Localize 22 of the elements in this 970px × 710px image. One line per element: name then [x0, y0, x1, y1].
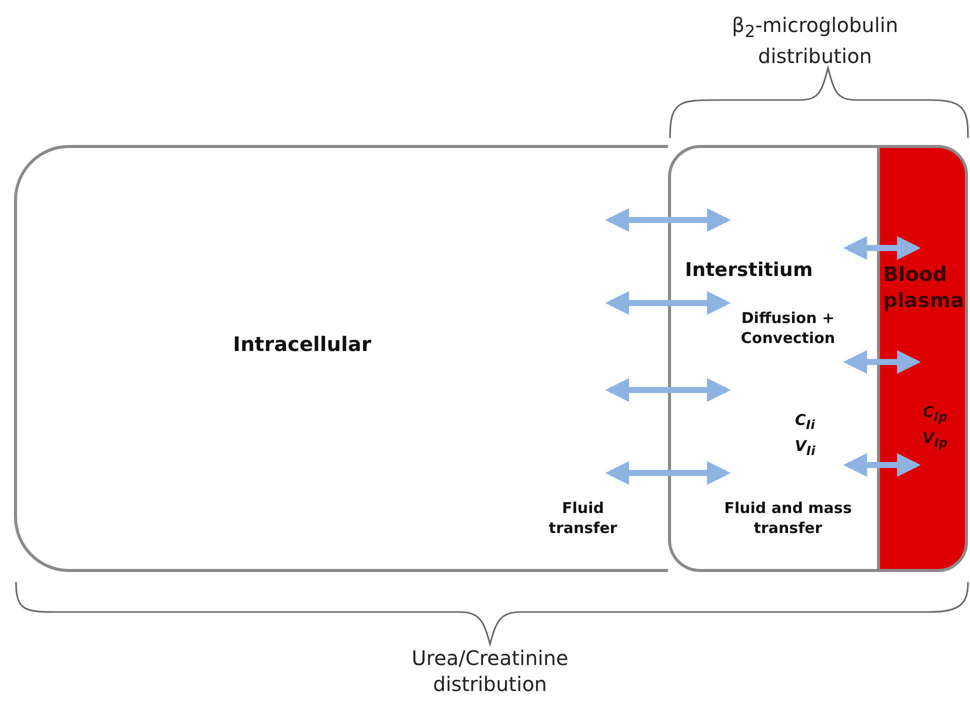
- compartment-label: Interstitium: [685, 258, 814, 283]
- process-label: Diffusion + Convection: [740, 309, 836, 348]
- double-arrow: [605, 208, 731, 232]
- compartment-label: Intracellular: [233, 331, 372, 357]
- variable-label: V$_{Ii}$: [794, 437, 816, 460]
- distribution-label: Urea/Creatinine distribution: [410, 645, 570, 697]
- double-arrow: [843, 350, 921, 374]
- process-label: Fluid transfer: [548, 499, 618, 538]
- double-arrow: [605, 291, 731, 315]
- compartment-label: Blood plasma: [883, 261, 965, 313]
- variable-label: C$_{Ii}$: [794, 411, 816, 434]
- double-arrow: [843, 453, 921, 477]
- distribution-label: β$_{2}$-microglobulin distribution: [730, 12, 900, 69]
- double-arrow: [843, 236, 921, 260]
- compartment-box: [668, 145, 877, 572]
- variable-label: V$_{Ip}$: [921, 429, 949, 452]
- double-arrow: [605, 461, 731, 485]
- variable-label: C$_{Ip}$: [922, 403, 948, 426]
- double-arrow: [605, 378, 731, 402]
- compartment-box: [14, 145, 668, 572]
- compartment-box: [877, 145, 968, 572]
- process-label: Fluid and mass transfer: [723, 499, 853, 538]
